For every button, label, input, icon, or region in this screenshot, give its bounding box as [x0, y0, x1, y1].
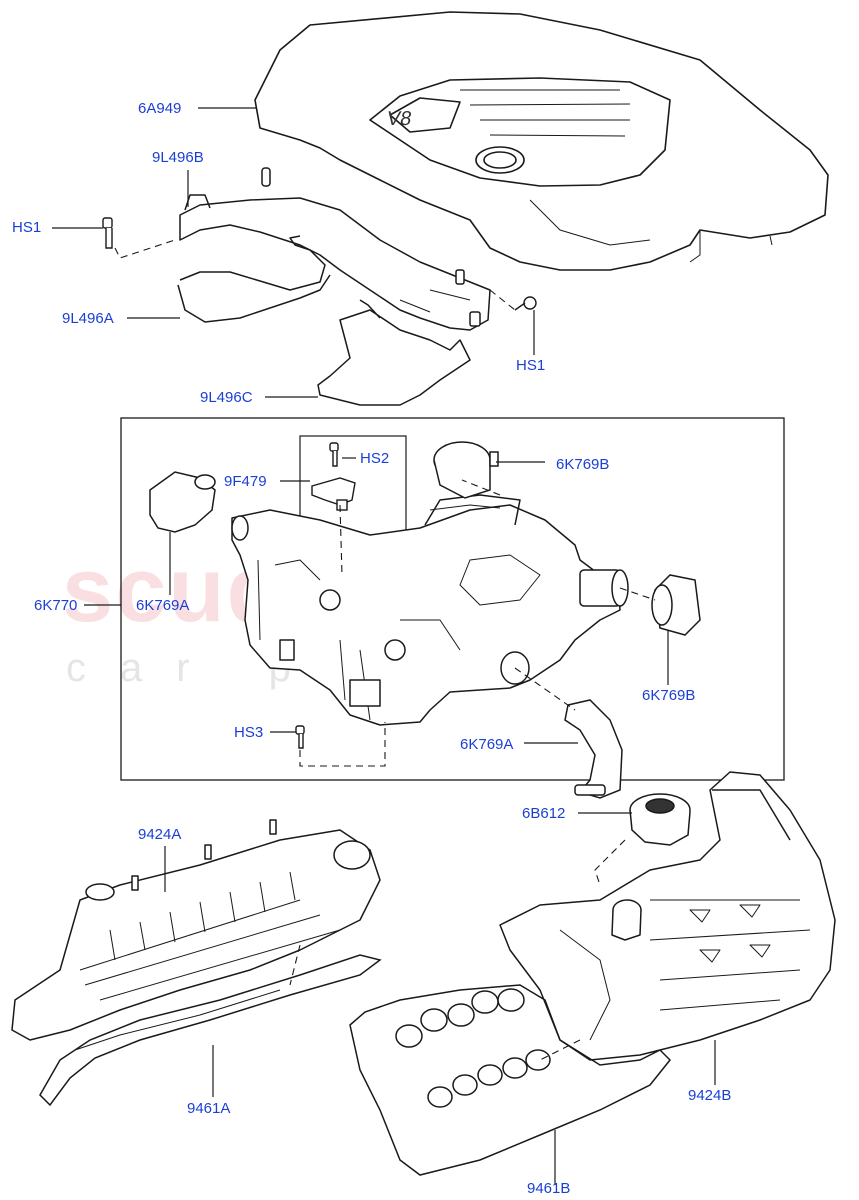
label-9L496C: 9L496C	[200, 389, 253, 406]
gasket-left	[39, 954, 382, 1107]
cam-cover-left	[11, 819, 381, 1041]
leader-lines	[52, 107, 716, 1185]
brackets	[177, 167, 491, 406]
hs3-bolt	[295, 725, 305, 749]
label-9F479: 9F479	[224, 473, 267, 490]
dashed-guides	[114, 239, 656, 1061]
group-box	[120, 417, 785, 781]
label-9461A: 9461A	[187, 1100, 231, 1117]
label-HS2: HS2	[360, 450, 390, 467]
label-6K769B-right: 6K769B	[642, 687, 696, 704]
label-HS1-right: HS1	[516, 357, 546, 374]
label-HS1-left: HS1	[12, 219, 42, 236]
svg-text:V8: V8	[385, 108, 413, 130]
label-9461B: 9461B	[527, 1180, 571, 1197]
oil-filler-cap	[629, 793, 691, 846]
label-6K769B-top: 6K769B	[556, 456, 610, 473]
gasket-right	[349, 984, 672, 1176]
hs1-bolts	[102, 217, 537, 311]
label-9424A: 9424A	[138, 826, 182, 843]
label-6A949: 6A949	[138, 100, 182, 117]
label-9L496A: 9L496A	[62, 310, 114, 327]
label-HS3: HS3	[234, 724, 264, 741]
label-9L496B: 9L496B	[152, 149, 204, 166]
label-6K769A-bottom: 6K769A	[460, 736, 514, 753]
intake-manifold	[231, 494, 629, 726]
engine-cover: V8	[254, 11, 829, 271]
label-9424B: 9424B	[688, 1087, 732, 1104]
label-6B612: 6B612	[522, 805, 566, 822]
label-6K769A-left: 6K769A	[136, 597, 190, 614]
connector-hoses	[149, 441, 701, 799]
cam-cover-right	[499, 771, 836, 1061]
label-6K770: 6K770	[34, 597, 78, 614]
